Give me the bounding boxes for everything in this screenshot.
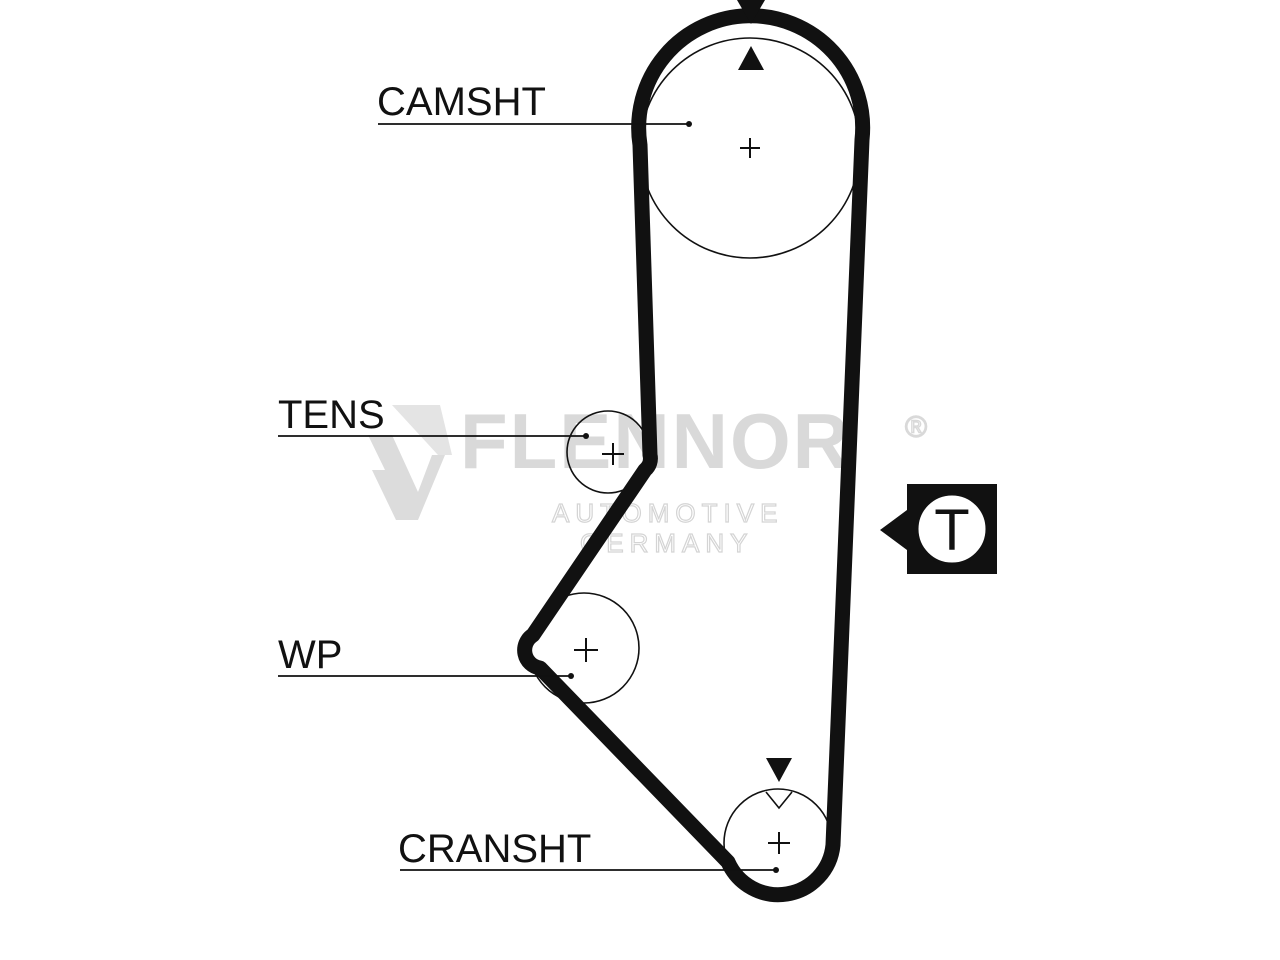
camshaft-leader-dot <box>686 121 692 127</box>
tensioner-center-cross <box>602 443 624 465</box>
crankshaft-center-cross <box>768 832 790 854</box>
crankshaft-leader-dot <box>773 867 779 873</box>
flennor-logo-icon <box>350 435 445 520</box>
watermark-registered: ® <box>905 411 927 444</box>
crankshaft-notch <box>765 791 793 810</box>
camshaft-timing-mark-top-icon <box>737 0 765 24</box>
timing-belt <box>517 8 871 903</box>
water-pump-label: WP <box>278 633 342 677</box>
tensioner-leader-dot <box>583 433 589 439</box>
watermark-line1: AUTOMOTIVE <box>552 498 783 528</box>
flennor-logo-accent-icon <box>392 405 452 455</box>
leader-lines <box>278 123 775 871</box>
water-pump-leader-dot <box>568 673 574 679</box>
tensioner-label: TENS <box>278 393 385 437</box>
pulley-centers <box>574 138 790 854</box>
tension-marker-circle <box>915 492 989 566</box>
tension-marker: T <box>880 484 997 574</box>
crankshaft-timing-mark-icon <box>766 758 792 782</box>
timing-marks <box>737 0 792 782</box>
camshaft-timing-mark-bottom-icon <box>738 46 764 70</box>
tension-marker-letter: T <box>934 498 969 563</box>
water-pump-center-cross <box>574 638 598 662</box>
camshaft-center-cross <box>740 138 760 158</box>
camshaft-label: CAMSHT <box>377 80 546 124</box>
leader-dots <box>568 121 779 873</box>
crankshaft-label: CRANSHT <box>398 827 591 871</box>
